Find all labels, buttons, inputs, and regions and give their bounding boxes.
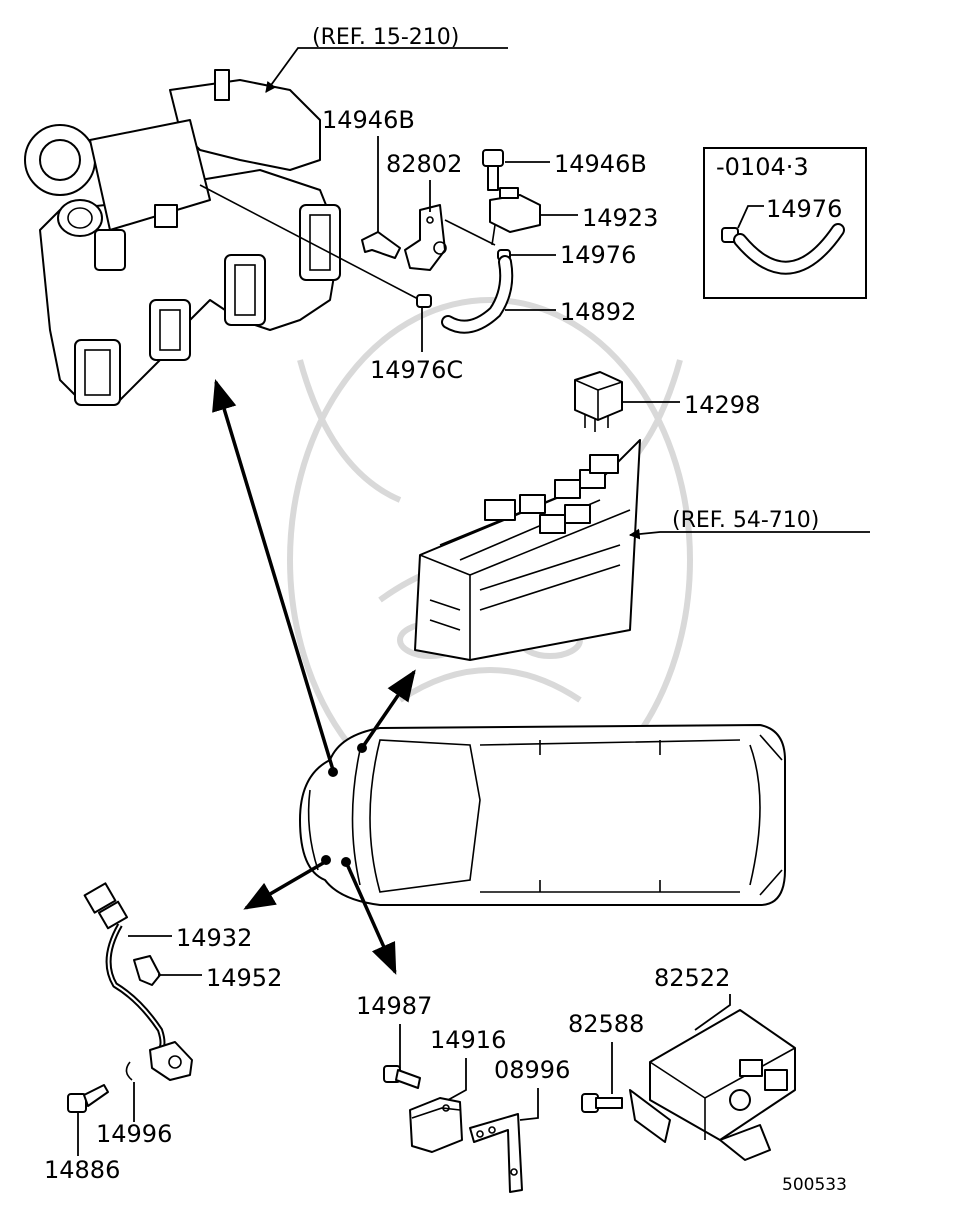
harness-14932 [83, 882, 193, 1081]
sensor-14923 [489, 187, 541, 246]
relay-14298 [574, 371, 623, 432]
inset-label: -0104·3 [716, 153, 809, 181]
bolt-14946b-right [482, 149, 504, 191]
part-label-14987: 14987 [356, 992, 432, 1020]
ref-15-210-label: (REF. 15-210) [312, 25, 459, 50]
ref-54-710-label: (REF. 54-710) [672, 508, 819, 533]
clip-14996 [125, 1061, 133, 1081]
inset-box: -0104·3 14976 [703, 147, 867, 299]
bracket-14916 [409, 1097, 463, 1153]
part-label-14996: 14996 [96, 1120, 172, 1148]
diagram-code: 500533 [782, 1175, 847, 1195]
locator-arrow-harness [243, 860, 326, 910]
hose-route-line [199, 184, 421, 301]
inset-part-label-14976: 14976 [766, 195, 842, 223]
part-label-82802: 82802 [386, 150, 462, 178]
bracket-assembly [361, 204, 447, 271]
bolt-14987 [383, 1065, 421, 1089]
vehicle-outline [299, 724, 786, 906]
bolt-82588 [581, 1093, 623, 1113]
part-label-82588: 82588 [568, 1010, 644, 1038]
locator-arrow-bracket [345, 863, 397, 975]
part-label-14892: 14892 [560, 298, 636, 326]
clamp-14976c [416, 294, 432, 308]
control-unit-82522 [629, 1009, 796, 1161]
part-label-82522: 82522 [654, 964, 730, 992]
location-dot-engine [328, 767, 338, 777]
ref-15-210-leader [265, 47, 508, 93]
part-label-14298: 14298 [684, 391, 760, 419]
locator-arrow-manifold [212, 378, 335, 771]
part-label-14923: 14923 [582, 204, 658, 232]
bracket-08996 [469, 1113, 523, 1193]
part-label-14916: 14916 [430, 1026, 506, 1054]
part-label-14946b-left: 14946B [322, 106, 415, 134]
clip-14952 [133, 955, 161, 986]
bolt-14886 [67, 1084, 109, 1113]
part-label-14932: 14932 [176, 924, 252, 952]
part-label-14976: 14976 [560, 241, 636, 269]
ref-54-710-leader [628, 528, 870, 540]
part-label-08996: 08996 [494, 1056, 570, 1084]
intake-manifold-drawing [24, 69, 341, 406]
part-label-14946b-right: 14946B [554, 150, 647, 178]
part-label-14952: 14952 [206, 964, 282, 992]
locator-arrow-relay-box [360, 669, 416, 749]
part-label-14886: 14886 [44, 1156, 120, 1184]
relay-box [414, 439, 641, 661]
hose-14892 [441, 255, 514, 334]
part-label-14976c: 14976C [370, 356, 463, 384]
